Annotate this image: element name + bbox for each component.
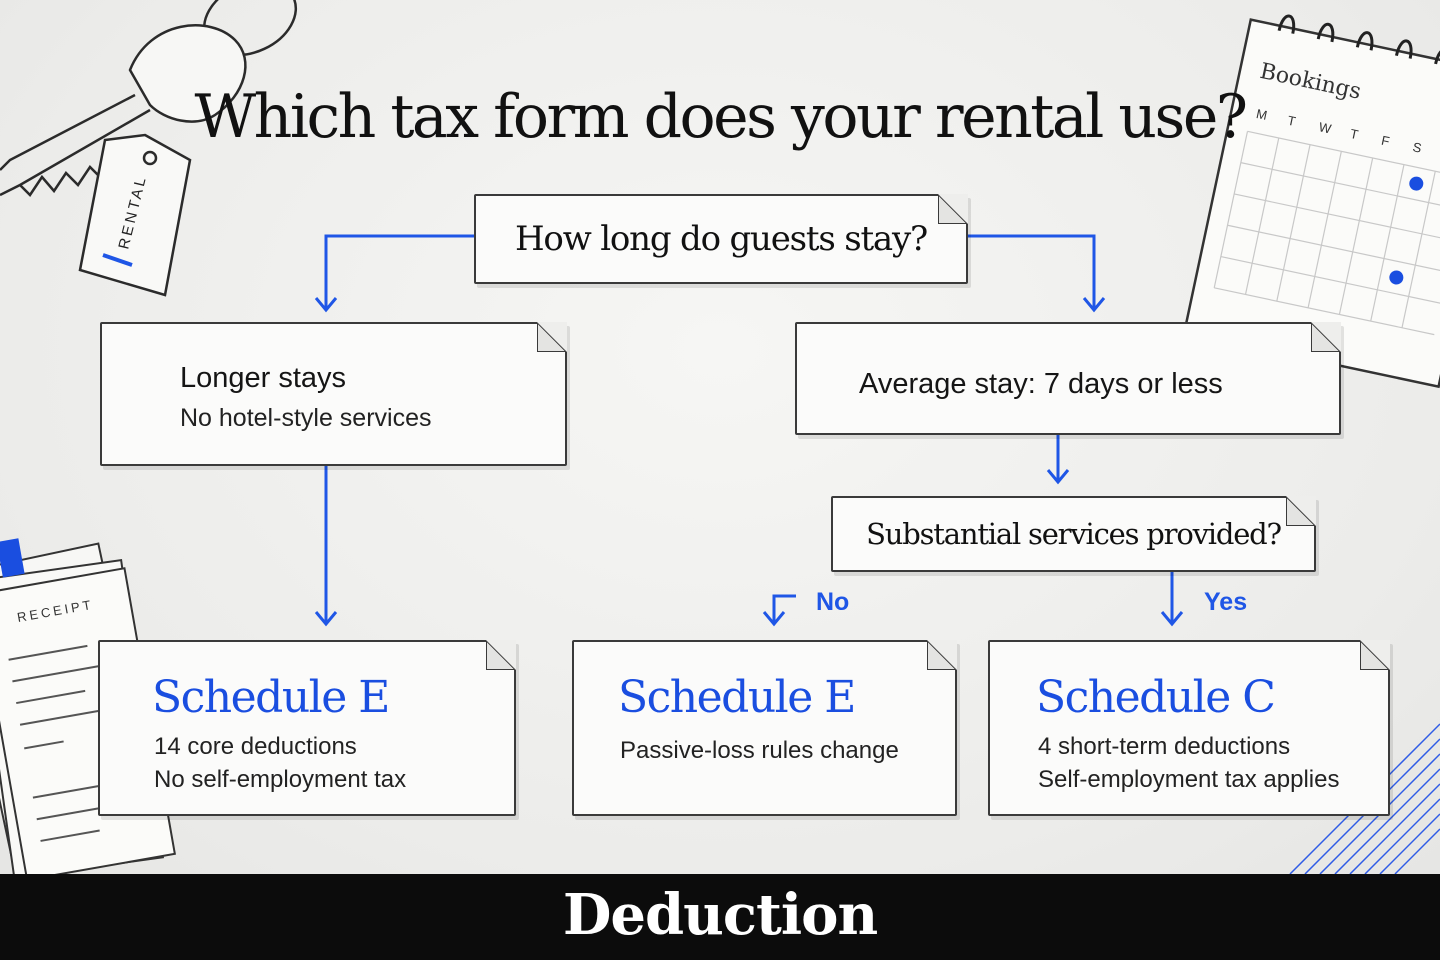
weekday-label: T	[1349, 126, 1360, 142]
question-card-services: Substantial services provided?	[831, 496, 1316, 572]
branch-heading: Longer stays	[180, 362, 347, 394]
calendar-icon: Bookings M T W T F S S	[1182, 14, 1440, 389]
result-card-schedule-e-short: Schedule E Passive-loss rules change	[572, 640, 957, 816]
weekday-label: M	[1255, 106, 1269, 123]
flow-connectors	[324, 234, 1174, 622]
connector-q1-right	[968, 234, 1096, 308]
result-detail: No self-employment tax	[154, 766, 407, 793]
arrowheads	[314, 297, 1184, 627]
folded-corner-icon	[1311, 322, 1341, 352]
schedule-name: Schedule E	[618, 672, 856, 723]
branch-label-no: No	[816, 588, 850, 616]
brand-logo: Deduction	[562, 882, 878, 948]
result-detail: Self-employment tax applies	[1038, 766, 1340, 793]
schedule-name: Schedule E	[152, 672, 390, 723]
branch-heading: Average stay: 7 days or less	[859, 368, 1223, 400]
branch-subtext: No hotel-style services	[180, 404, 432, 432]
connector-q1-left	[324, 234, 474, 308]
folded-corner-icon	[1286, 496, 1316, 526]
key-icon	[0, 0, 298, 197]
rental-tag-icon: RENTAL	[78, 133, 192, 297]
branch-label-yes: Yes	[1204, 588, 1248, 616]
weekday-label: F	[1380, 133, 1391, 149]
weekday-label: W	[1317, 119, 1333, 136]
folded-corner-icon	[1360, 640, 1390, 670]
folded-corner-icon	[938, 194, 968, 224]
page-title: Which tax form does your rental use?	[194, 82, 1249, 152]
result-card-schedule-c: Schedule C 4 short-term deductions Self-…	[988, 640, 1390, 816]
branch-card-short-stays: Average stay: 7 days or less	[795, 322, 1341, 435]
folded-corner-icon	[537, 322, 567, 352]
result-detail: 14 core deductions	[154, 733, 357, 760]
question-text: How long do guests stay?	[514, 219, 928, 259]
result-card-schedule-e-long: Schedule E 14 core deductions No self-em…	[98, 640, 516, 816]
weekday-label: T	[1286, 113, 1297, 129]
folded-corner-icon	[486, 640, 516, 670]
infographic-canvas: RENTAL RECEIPT	[0, 0, 1440, 874]
folded-corner-icon	[927, 640, 957, 670]
question-card-stay-length: How long do guests stay?	[474, 194, 968, 284]
decorative-illustrations: RENTAL RECEIPT	[0, 0, 1440, 874]
result-detail: 4 short-term deductions	[1038, 733, 1291, 760]
schedule-name: Schedule C	[1036, 672, 1276, 723]
connector-no	[772, 594, 796, 622]
result-detail: Passive-loss rules change	[620, 737, 899, 764]
weekday-label: S	[1411, 139, 1423, 156]
branch-card-longer-stays: Longer stays No hotel-style services	[100, 322, 567, 466]
footer-bar: Deduction	[0, 874, 1440, 960]
question-text: Substantial services provided?	[866, 517, 1282, 551]
